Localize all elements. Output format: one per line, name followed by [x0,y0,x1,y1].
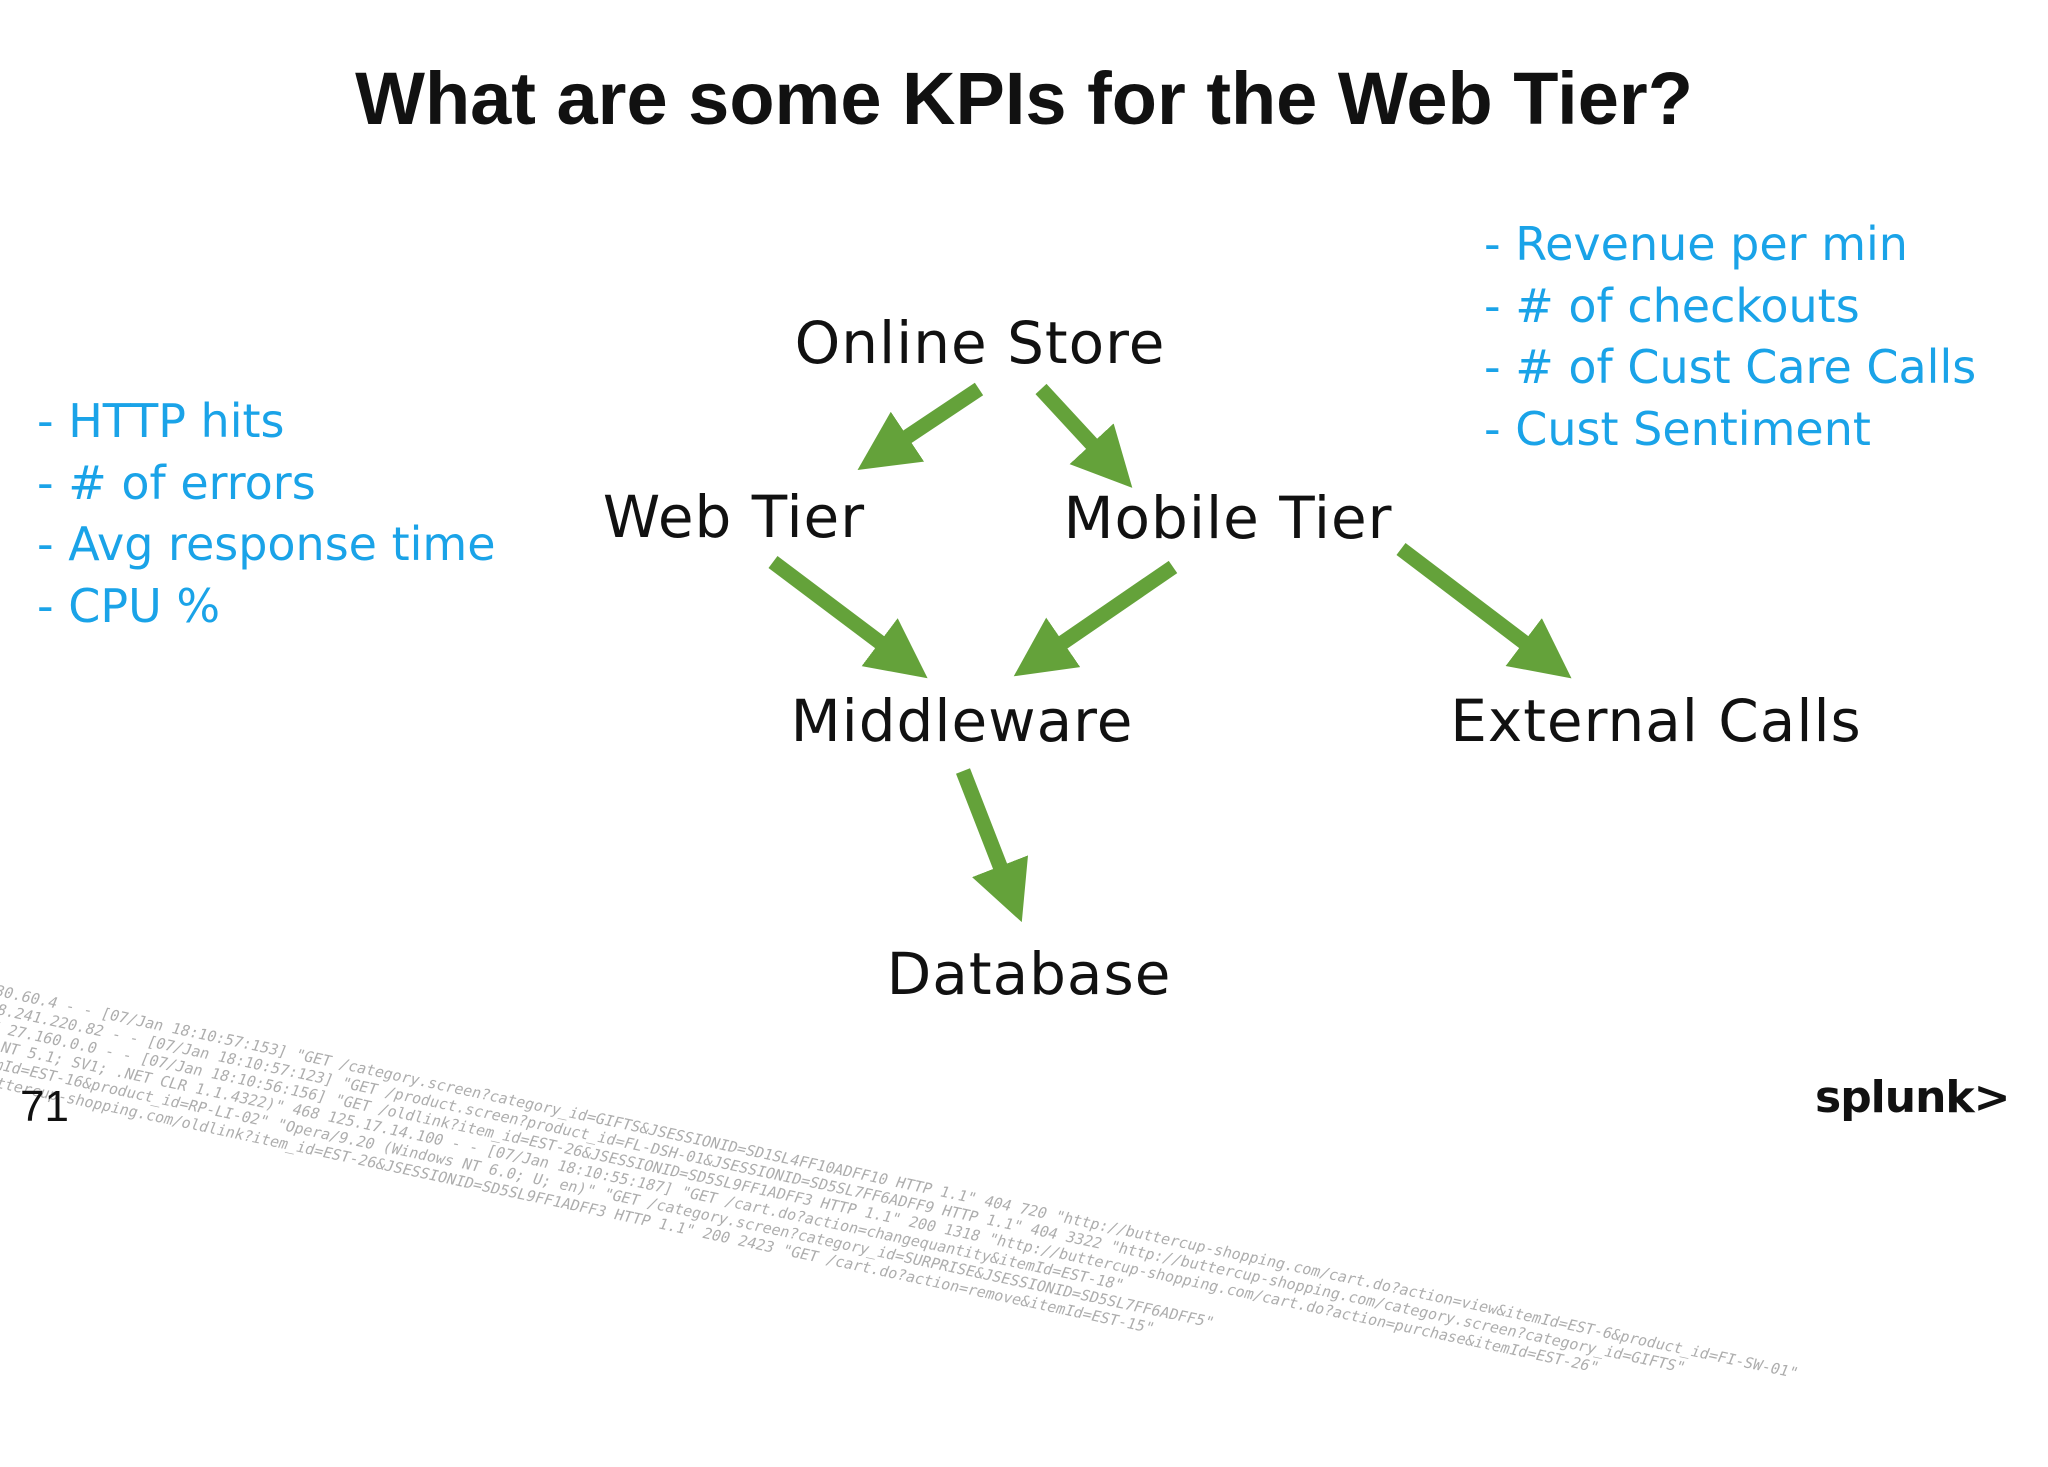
kpi-item: - # of errors [37,455,316,510]
kpi-item: - # of Cust Care Calls [1484,340,1977,394]
online-store-kpi-list: - Revenue per min - # of checkouts - # o… [1484,214,1976,460]
arrow-mobile-to-middleware [1013,560,1178,677]
arrow-store-to-web [857,382,984,470]
arrow-middleware-to-database [956,768,1028,923]
node-web-tier: Web Tier [602,483,866,551]
slide-title: What are some KPIs for the Web Tier? [355,57,1693,140]
arrow-store-to-mobile [1035,383,1133,488]
splunk-logo: splunk> [1815,1072,2011,1123]
node-external-calls: External Calls [1450,687,1862,755]
arrow-web-to-middleware [768,556,928,679]
web-tier-kpi-list: - HTTP hits - # of errors - Avg response… [37,391,496,637]
arrow-mobile-to-external [1396,543,1572,679]
kpi-item: - Cust Sentiment [1484,401,1871,456]
node-database: Database [886,940,1172,1008]
node-mobile-tier: Mobile Tier [1063,484,1393,552]
kpi-item: - Revenue per min [1484,217,1908,271]
kpi-item: - Avg response time [37,517,496,571]
node-online-store: Online Store [794,309,1166,377]
kpi-item: - CPU % [37,578,221,633]
kpi-item: - # of checkouts [1484,278,1860,333]
kpi-item: - HTTP hits [37,394,285,448]
node-middleware: Middleware [790,687,1134,755]
page-number: 71 [20,1082,69,1131]
arrows [768,382,1572,923]
